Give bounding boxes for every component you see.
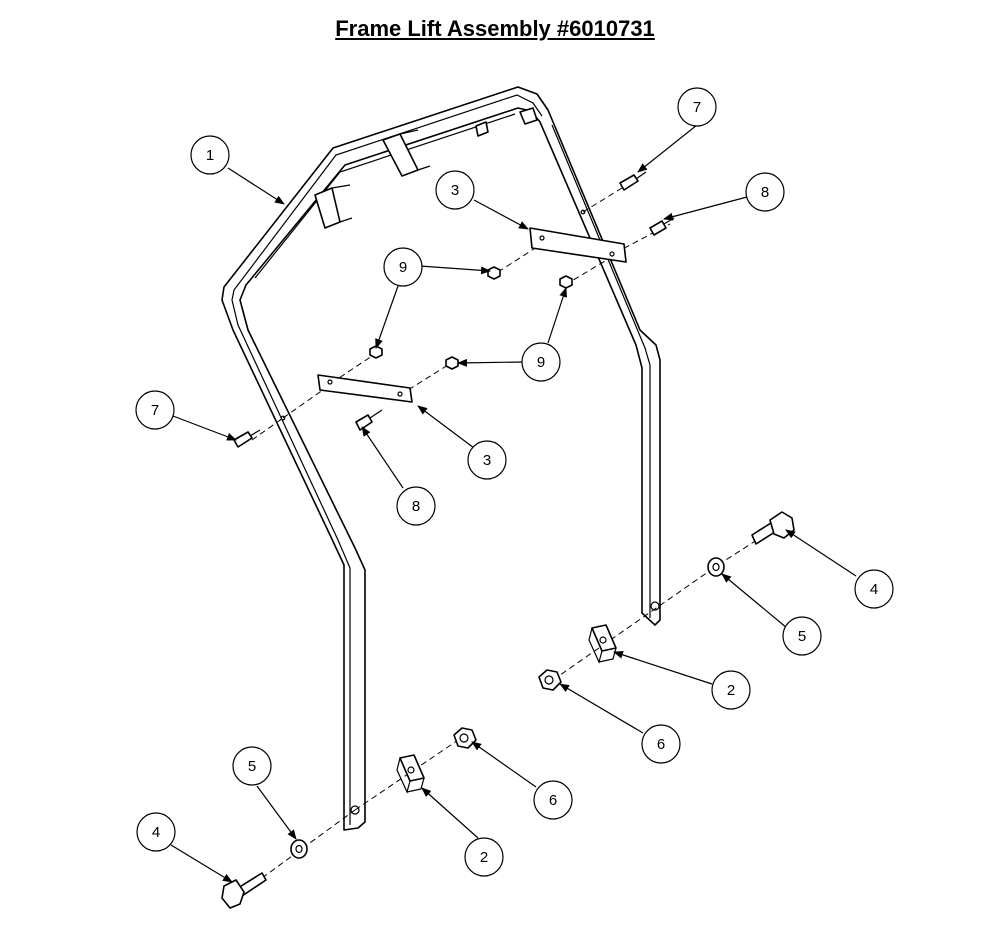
callout-1: 1 [190, 135, 230, 175]
callout-4-upper: 4 [854, 569, 894, 609]
callout-2-lower: 2 [464, 837, 504, 877]
callout-9-right: 9 [521, 342, 561, 382]
frame-lift-frame [221, 86, 661, 831]
svg-text:7: 7 [151, 402, 159, 419]
callout-9-top: 9 [383, 247, 423, 287]
svg-text:9: 9 [537, 354, 545, 371]
plate-lower [317, 374, 413, 403]
callout-7-upper: 7 [677, 87, 717, 127]
callout-5-upper: 5 [782, 616, 822, 656]
svg-text:3: 3 [483, 452, 491, 469]
svg-text:8: 8 [761, 184, 769, 201]
svg-text:8: 8 [412, 498, 420, 515]
bolt-8-lower [355, 409, 383, 431]
callout-5-lower: 5 [232, 746, 272, 786]
svg-text:6: 6 [657, 736, 665, 753]
callout-7-lower: 7 [135, 390, 175, 430]
callout-6-lower: 6 [533, 780, 573, 820]
bolt-7-left [233, 429, 261, 448]
svg-text:2: 2 [480, 849, 488, 866]
svg-text:5: 5 [248, 758, 256, 775]
nut-6-upper [538, 669, 562, 691]
svg-text:5: 5 [798, 628, 806, 645]
svg-text:4: 4 [870, 581, 878, 598]
callout-3-upper: 3 [435, 170, 475, 210]
callout-6-upper: 6 [641, 724, 681, 764]
svg-text:7: 7 [693, 99, 701, 116]
nut-9-c [487, 266, 501, 280]
svg-text:1: 1 [206, 147, 214, 164]
diagram-title: Frame Lift Assembly #6010731 [335, 16, 655, 41]
plate-upper [529, 227, 627, 263]
svg-text:3: 3 [451, 182, 459, 199]
callout-8-lower: 8 [396, 486, 436, 526]
bolt-7-right [619, 171, 647, 191]
washer-5-lower [290, 839, 308, 859]
callout-3-lower: 3 [467, 440, 507, 480]
svg-text:4: 4 [152, 824, 160, 841]
callout-2-upper: 2 [711, 670, 751, 710]
nut-6-lower [453, 727, 477, 749]
nut-9-d [559, 275, 573, 289]
svg-text:6: 6 [549, 792, 557, 809]
leader-lines [170, 124, 857, 883]
bolt-4-lower [221, 872, 267, 909]
callout-4-lower: 4 [136, 812, 176, 852]
svg-text:2: 2 [727, 682, 735, 699]
svg-text:9: 9 [399, 259, 407, 276]
spacer-2-upper [588, 624, 617, 664]
washer-5-upper [707, 557, 725, 577]
bolt-4-upper [751, 511, 795, 545]
spacer-2-lower [396, 754, 425, 794]
bolt-8-upper [649, 217, 675, 236]
callout-8-upper: 8 [745, 172, 785, 212]
nut-9-b [445, 356, 459, 370]
